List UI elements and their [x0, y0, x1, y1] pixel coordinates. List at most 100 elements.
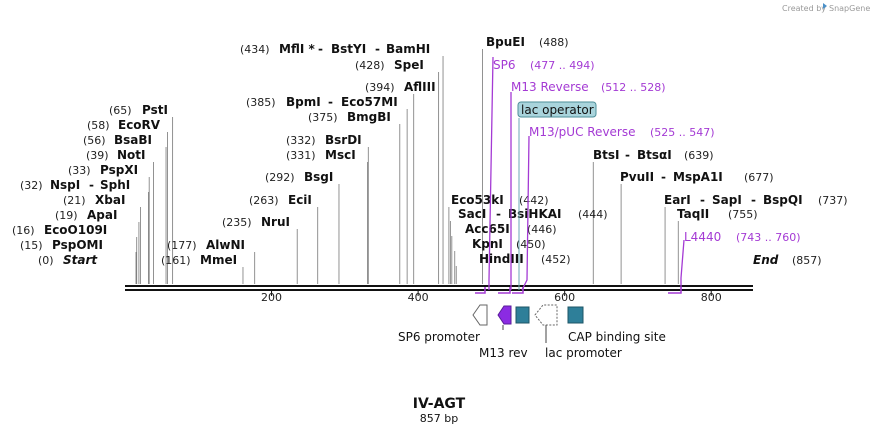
site-pos: (639) [684, 149, 714, 162]
svg-text:-: - [89, 178, 94, 192]
site-label-639: BtsI - BtsαI (639) [593, 148, 714, 162]
map-title: IV-AGT [413, 396, 466, 412]
enzyme-name: BtsαI [637, 148, 672, 162]
enzyme-name: BsgI [304, 170, 333, 184]
enzyme-name: BpmI [286, 95, 321, 109]
site-label-33: (33) PspXI [68, 163, 138, 177]
svg-text:-: - [751, 193, 756, 207]
site-label-428: (428) SpeI [355, 58, 424, 72]
site-label-677: PvuII - MspA1I (677) [620, 170, 774, 184]
primer-l4440: L4440 (743 .. 760) [668, 230, 801, 294]
site-label-65: (65) PstI [109, 103, 168, 117]
enzyme-name: Eco53kI [451, 193, 504, 207]
enzyme-name: PspOMI [52, 238, 103, 252]
backbone [125, 285, 753, 291]
end-label: End (857) [753, 253, 822, 267]
scale-tick-label: 800 [701, 291, 722, 304]
site-label-452: HindIII (452) [479, 252, 571, 266]
svg-text:-: - [700, 193, 705, 207]
site-label-15: (15) PspOMI [20, 238, 103, 252]
enzyme-name: AlwNI [206, 238, 245, 252]
enzyme-name: XbaI [95, 193, 125, 207]
site-marker-lines [135, 49, 679, 284]
site-label-21: (21) XbaI [63, 193, 125, 207]
enzyme-name: BpuEI [486, 35, 525, 49]
feature-label-m13-rev: M13 rev [479, 346, 528, 360]
primer-sp6: SP6 (477 .. 494) [475, 56, 595, 294]
site-pos: (755) [728, 208, 758, 221]
site-pos: (19) [55, 209, 78, 222]
primer-m13-reverse: M13 Reverse (512 .. 528) [498, 80, 666, 294]
site-pos: (677) [744, 171, 774, 184]
site-pos: (263) [249, 194, 279, 207]
site-label-444: SacI - BsiHKAI (444) [458, 207, 608, 221]
site-label-332: (332) BsrDI [286, 133, 362, 147]
end-pos: (857) [792, 254, 822, 267]
enzyme-name: PspXI [100, 163, 138, 177]
enzyme-name: BsrDI [325, 133, 362, 147]
enzyme-name: KpnI [472, 237, 503, 251]
site-label-32: (32) NspI - SphI [20, 178, 130, 192]
svg-text:-: - [661, 170, 666, 184]
site-label-385: (385) BpmI - Eco57MI [246, 95, 398, 109]
snapgene-credit: Created by SnapGene [782, 3, 870, 13]
enzyme-name: BtsI [593, 148, 620, 162]
enzyme-name: BstYI [331, 42, 366, 56]
enzyme-name: BsiHKAI [508, 207, 562, 221]
site-label-434: (434) MflI * - BstYI - BamHI [240, 42, 430, 56]
site-label-331: (331) MscI [286, 148, 356, 162]
site-pos: (16) [12, 224, 35, 237]
site-pos: (385) [246, 96, 276, 109]
site-pos: (177) [167, 239, 197, 252]
enzyme-name: Eco57MI [341, 95, 398, 109]
site-pos: (446) [527, 223, 557, 236]
site-pos: (235) [222, 216, 252, 229]
site-pos: (33) [68, 164, 91, 177]
enzyme-name: AflIII [404, 80, 436, 94]
site-label-394: (394) AflIII [365, 80, 436, 94]
site-label-292: (292) BsgI [265, 170, 333, 184]
site-pos: (21) [63, 194, 86, 207]
primer-m13-puc-reverse: M13/pUC Reverse (525 .. 547) [512, 125, 715, 294]
primer-name: M13 Reverse [511, 80, 589, 94]
scale-tick-label: 400 [408, 291, 429, 304]
enzyme-name: BmgBI [347, 110, 391, 124]
site-label-450: KpnI (450) [472, 237, 546, 251]
site-pos: (292) [265, 171, 295, 184]
site-label-263: (263) EciI [249, 193, 312, 207]
primer-name: L4440 [684, 230, 721, 244]
enzyme-name: MscI [325, 148, 356, 162]
site-label-58: (58) EcoRV [87, 118, 161, 132]
site-label-375: (375) BmgBI [308, 110, 391, 124]
svg-text:-: - [328, 95, 333, 109]
scale-tick-label: 600 [554, 291, 575, 304]
feature-label-lac-promoter: lac promoter [545, 346, 622, 360]
svg-text:-: - [496, 207, 501, 221]
site-pos: (32) [20, 179, 43, 192]
site-pos: (56) [83, 134, 106, 147]
site-label-161: (161) MmeI [161, 253, 237, 267]
start-name: Start [63, 253, 98, 267]
primer-range: (525 .. 547) [650, 126, 715, 139]
site-pos: (450) [516, 238, 546, 251]
site-label-488: BpuEI (488) [486, 35, 569, 49]
enzyme-name: MflI * [279, 42, 315, 56]
enzyme-name: EcoO109I [44, 223, 107, 237]
site-label-446: Acc65I (446) [465, 222, 557, 236]
primer-range: (512 .. 528) [601, 81, 666, 94]
enzyme-name: TaqII [677, 207, 709, 221]
site-pos: (428) [355, 59, 385, 72]
enzyme-name: ApaI [87, 208, 117, 222]
site-pos: (375) [308, 111, 338, 124]
site-label-235: (235) NruI [222, 215, 290, 229]
feature-sp6-promoter [472, 304, 488, 326]
credit-brand: SnapGene [829, 4, 870, 13]
enzyme-name: SacI [458, 207, 486, 221]
enzyme-name: BamHI [386, 42, 430, 56]
site-pos: (331) [286, 149, 316, 162]
site-label-177: (177) AlwNI [167, 238, 245, 252]
enzyme-name: HindIII [479, 252, 524, 266]
svg-text:-: - [625, 148, 630, 162]
feature-cap-binding-site [567, 306, 584, 324]
